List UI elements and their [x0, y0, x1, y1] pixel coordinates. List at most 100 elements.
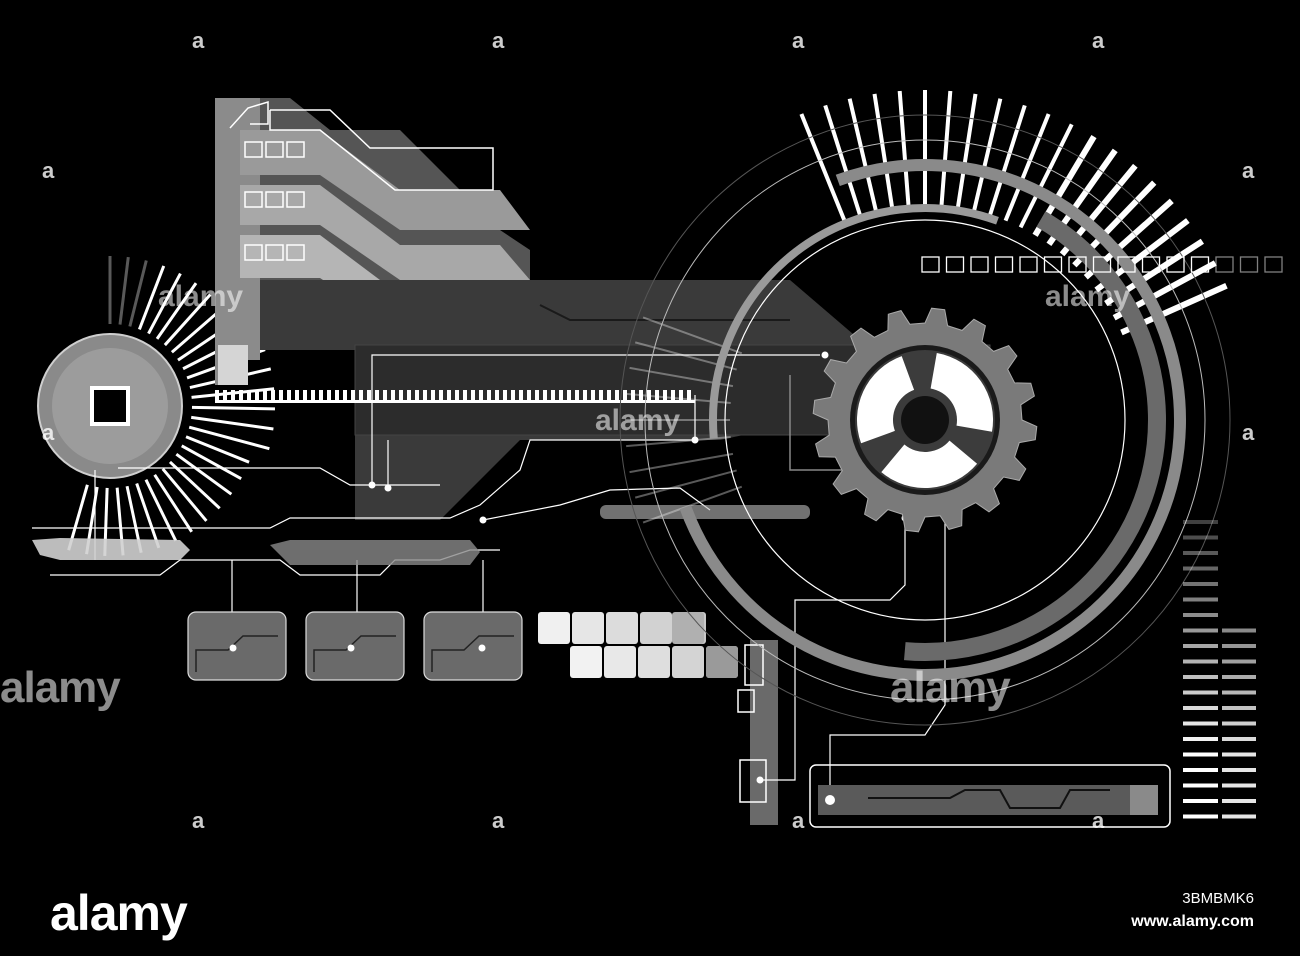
watermark-text: alamy — [595, 404, 681, 437]
comb-tick — [487, 390, 491, 402]
eq-bar — [1183, 737, 1218, 741]
eq-bar — [1222, 783, 1256, 788]
gauge-ring-thin — [619, 114, 1231, 726]
left-gauge-tick — [153, 473, 193, 533]
left-gauge-tick — [128, 260, 148, 327]
watermark-text: alamy — [1045, 280, 1131, 313]
comb-tick — [367, 390, 371, 402]
comb-tick — [271, 390, 275, 402]
watermark-mark: a — [192, 28, 205, 53]
eq-bar — [1183, 644, 1218, 648]
left-gauge-tick — [168, 460, 221, 510]
left-gauge-tick — [180, 444, 242, 481]
comb-tick — [327, 390, 331, 402]
watermark-mark: a — [1242, 158, 1255, 183]
square-row — [921, 256, 1283, 273]
row-square — [1043, 256, 1063, 273]
panel-box — [286, 244, 305, 261]
gear-icon — [812, 307, 1038, 533]
gauge-tick — [847, 98, 878, 212]
eq-bar — [1222, 799, 1256, 803]
control-tile — [423, 611, 523, 681]
faded-tick — [629, 452, 734, 474]
grid-block — [538, 612, 570, 644]
eq-bar — [1222, 752, 1256, 757]
comb-tick — [359, 390, 363, 402]
left-gauge-tick — [163, 293, 212, 347]
stock-id: 3BMBMK6 — [1182, 890, 1254, 907]
faded-tick — [642, 485, 743, 524]
eq-bar — [1222, 721, 1256, 726]
comb-tick — [455, 390, 459, 402]
eq-bar — [1222, 690, 1256, 695]
eq-bar — [1183, 613, 1218, 617]
connector-column — [750, 640, 778, 825]
comb-tick — [255, 390, 259, 402]
slider-panel — [809, 764, 1171, 828]
control-tile — [187, 611, 287, 681]
gauge-tick — [988, 104, 1027, 216]
slider-end — [1130, 785, 1158, 815]
eq-bar — [1222, 814, 1256, 819]
gauge-tick — [1018, 123, 1074, 229]
grid-block — [672, 646, 704, 678]
gauge-tick — [823, 104, 862, 216]
left-gauge-tick — [155, 282, 198, 340]
gauge-tick — [799, 113, 847, 222]
eq-bar — [1183, 582, 1218, 586]
aperture-blade — [856, 356, 915, 444]
glow-bars — [32, 505, 810, 565]
watermark-mark: a — [1092, 808, 1105, 833]
row-square — [1141, 256, 1161, 273]
comb-tick — [615, 390, 619, 402]
row-square — [1068, 256, 1087, 273]
comb-tick — [391, 390, 395, 402]
grid-block — [706, 646, 738, 678]
left-gauge-tick — [190, 415, 274, 431]
comb-tick — [527, 390, 531, 402]
eq-bar — [1183, 752, 1218, 757]
comb-tick — [519, 390, 523, 402]
comb-tick — [591, 390, 595, 402]
eq-bar — [1183, 799, 1218, 803]
comb-tick — [623, 390, 627, 402]
watermark-mark: a — [492, 28, 505, 53]
panel-box — [244, 141, 263, 158]
comb-tick — [223, 390, 227, 402]
row-square — [1264, 256, 1283, 273]
comb-tick — [607, 390, 611, 402]
eq-bar — [1222, 644, 1256, 648]
grid-block — [638, 646, 670, 678]
gauge-ring-thick — [679, 159, 1186, 681]
eq-bar — [1183, 535, 1218, 540]
grid-block — [672, 612, 704, 644]
comb-tick — [383, 390, 387, 402]
eq-bar — [1183, 706, 1218, 710]
left-gauge-tick — [161, 467, 208, 522]
watermark-mark: a — [1242, 420, 1255, 445]
row-square — [1190, 256, 1210, 273]
comb-tick — [543, 390, 547, 402]
slider-wave — [868, 789, 1110, 809]
watermark-mark: a — [492, 808, 505, 833]
comb-tick — [239, 390, 243, 402]
trace-node — [691, 436, 699, 444]
panel-box — [244, 191, 263, 208]
panel-box — [265, 191, 284, 208]
comb-tick — [423, 390, 427, 402]
panel-box — [286, 141, 305, 158]
gauge-tick — [872, 93, 895, 208]
watermark-mark: a — [192, 808, 205, 833]
aperture-blade — [881, 440, 978, 489]
row-square — [1215, 256, 1234, 273]
tile-trace — [313, 635, 396, 672]
comb-tick — [431, 390, 435, 402]
eq-bar — [1183, 690, 1218, 695]
eq-bar — [1222, 768, 1256, 772]
comb-tick — [247, 390, 251, 402]
left-gauge-tick — [118, 256, 130, 325]
faded-tick — [634, 469, 737, 499]
panel-band-2 — [240, 185, 530, 280]
trace-node — [384, 484, 392, 492]
